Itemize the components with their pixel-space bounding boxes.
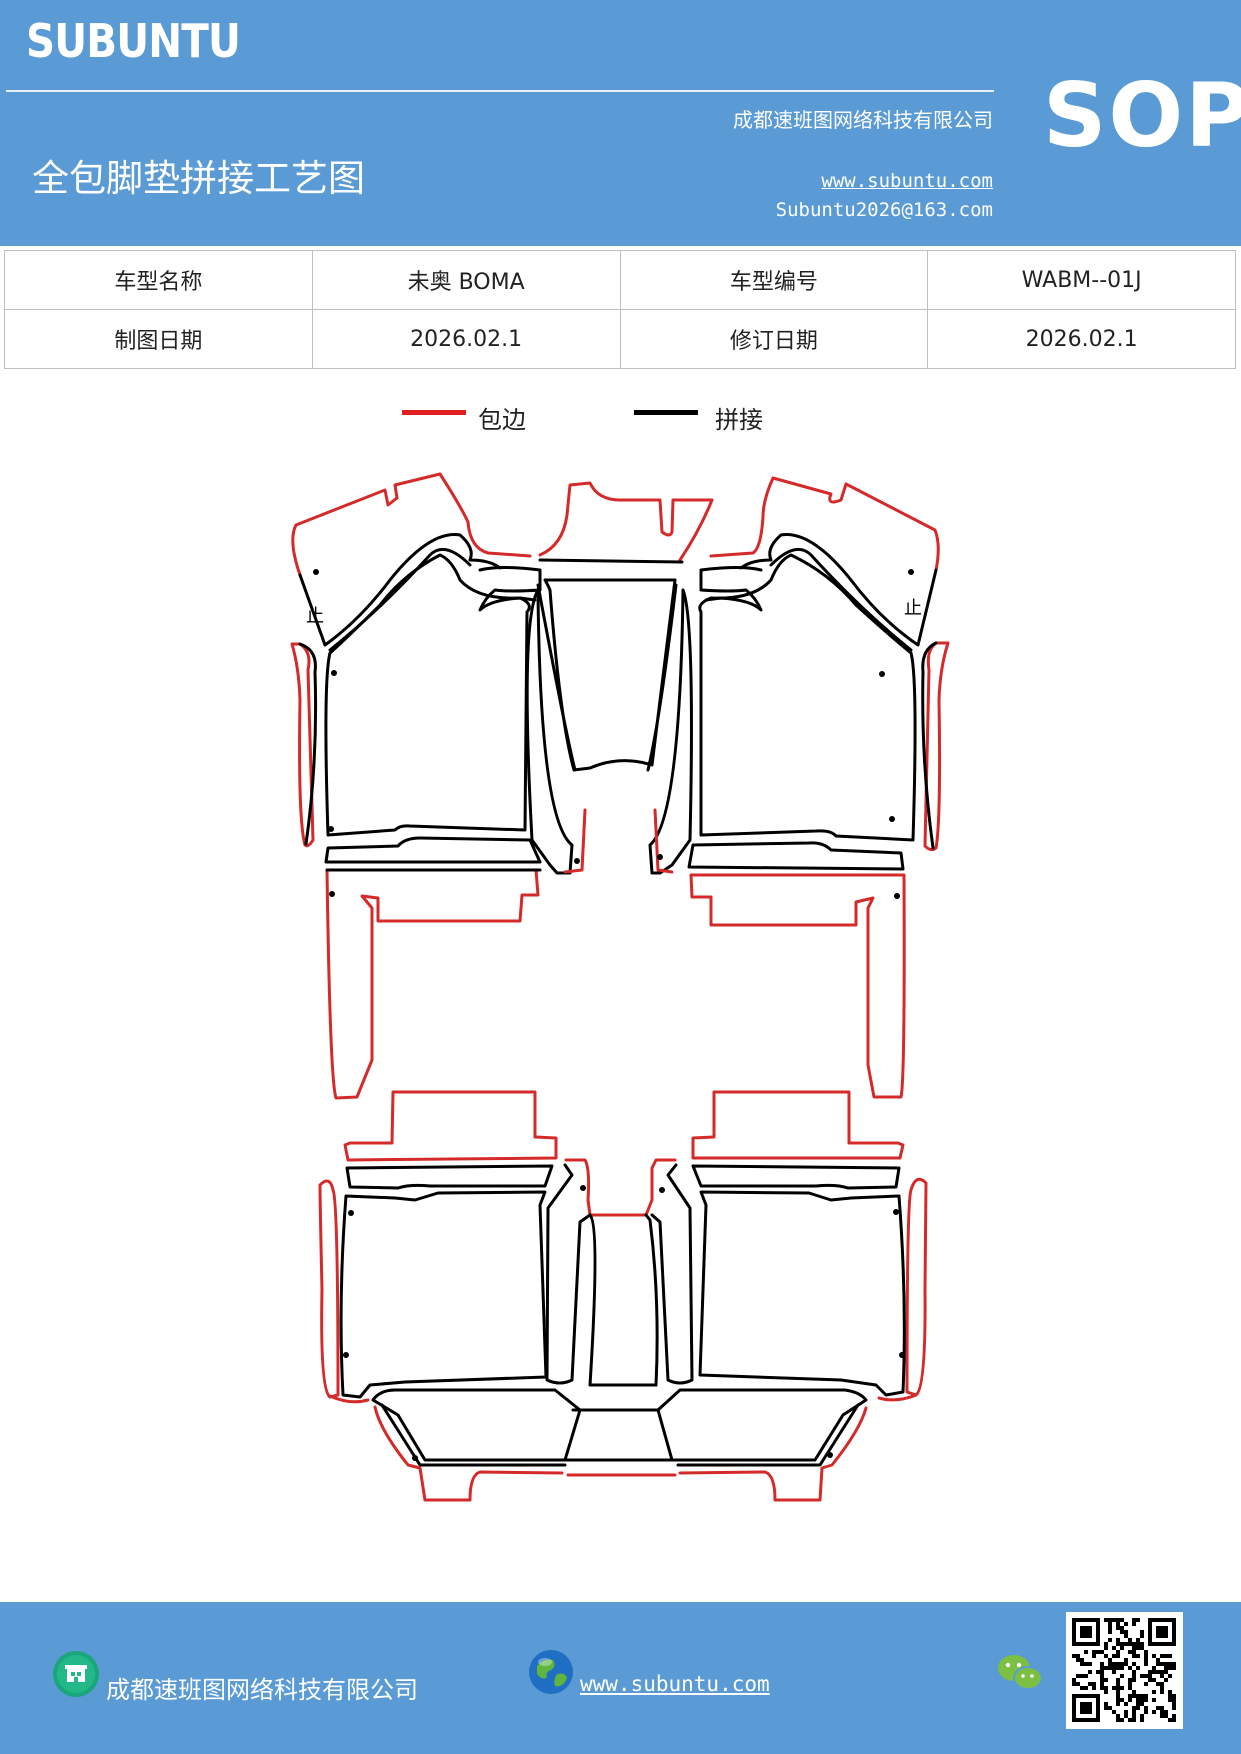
- globe-icon: [529, 1650, 573, 1694]
- rear-bottom-right-seam: [676, 1403, 860, 1467]
- rear-bottom-seams: [371, 1388, 868, 1462]
- rear-right-top-edge: [691, 1090, 905, 1160]
- front-right-side-edge: [923, 641, 950, 852]
- front-left-outer-edge: [291, 472, 532, 577]
- value-revision-date: 2026.02.1: [927, 309, 1236, 369]
- rear-left-side-edge: [318, 1179, 340, 1399]
- front-left-bottom-panel: [325, 868, 540, 1100]
- header-email[interactable]: Subuntu2026@163.com: [775, 199, 993, 221]
- value-model-code: WABM--01J: [927, 250, 1236, 310]
- rear-left-main-panel: [339, 1190, 548, 1399]
- center-top-seams: [536, 558, 684, 772]
- stop-mark-left: 止: [306, 606, 324, 627]
- rear-bottom-left-seam: [380, 1403, 567, 1467]
- footer-band: 成都速班图网络科技有限公司 www.subuntu.com: [0, 1602, 1241, 1754]
- front-right-side-seam: [921, 641, 938, 850]
- front-right-seams: [699, 533, 938, 652]
- value-model-name: 未奥 BOMA: [311, 250, 621, 310]
- value-drawing-date: 2026.02.1: [311, 309, 621, 369]
- center-tunnel-walls: [525, 588, 693, 875]
- rear-center-edge: [564, 1158, 677, 1217]
- front-left-main-panel: [324, 553, 531, 837]
- floor-mat-diagram: 止 止: [290, 472, 950, 1502]
- header-website-link[interactable]: www.subuntu.com: [821, 170, 993, 192]
- label-model-code: 车型编号: [619, 250, 929, 310]
- front-left-sill: [324, 836, 542, 864]
- header-divider: [6, 90, 994, 92]
- rear-left-corner-edge: [328, 1394, 370, 1404]
- front-right-outer-edge: [709, 476, 940, 572]
- logo: SUBUNTU: [26, 14, 241, 68]
- sop-badge: SOP: [1043, 64, 1241, 167]
- table-row: 制图日期 2026.02.1 修订日期 2026.02.1: [4, 309, 1236, 369]
- table-row: 车型名称 未奥 BOMA 车型编号 WABM--01J: [4, 250, 1236, 310]
- label-revision-date: 修订日期: [619, 309, 929, 369]
- legend-label-edge: 包边: [478, 406, 526, 434]
- label-drawing-date: 制图日期: [4, 309, 313, 369]
- qr-code: [1066, 1612, 1183, 1729]
- legend-black-line: [634, 410, 698, 415]
- front-right-bottom-panel: [689, 873, 906, 1099]
- legend-label-seam: 拼接: [715, 406, 763, 434]
- stop-mark-right: 止: [904, 598, 922, 619]
- rear-left-sill: [345, 1164, 554, 1190]
- footer-website-link[interactable]: www.subuntu.com: [580, 1672, 770, 1696]
- rear-right-sill: [691, 1164, 901, 1190]
- front-right-sill: [687, 841, 905, 871]
- label-model-name: 车型名称: [4, 250, 313, 310]
- wechat-icon: [998, 1655, 1043, 1690]
- front-right-main-panel: [698, 553, 917, 842]
- rear-left-top-edge: [343, 1090, 558, 1162]
- front-left-seams: [298, 533, 542, 652]
- footer-company: 成都速班图网络科技有限公司: [106, 1676, 418, 1704]
- front-left-side-seam: [298, 642, 318, 846]
- front-left-side-edge: [290, 642, 315, 848]
- info-table: 车型名称 未奥 BOMA 车型编号 WABM--01J 制图日期 2026.02…: [4, 250, 1236, 369]
- rear-right-corner-edge: [877, 1393, 918, 1402]
- page-title: 全包脚垫拼接工艺图: [32, 157, 365, 200]
- header-band: SUBUNTU 成都速班图网络科技有限公司 全包脚垫拼接工艺图 www.subu…: [0, 0, 1241, 246]
- center-top-edge: [538, 481, 714, 562]
- building-icon: [53, 1651, 99, 1697]
- legend-red-line: [402, 410, 466, 415]
- rear-center-seams: [545, 1163, 694, 1387]
- rear-right-side-edge: [905, 1177, 928, 1397]
- rear-bottom-edge: [373, 1405, 868, 1502]
- pin-marks: [313, 569, 914, 1461]
- rear-right-main-panel: [698, 1190, 906, 1397]
- header-company: 成都速班图网络科技有限公司: [733, 108, 993, 132]
- center-front-red-bottom: [563, 808, 674, 874]
